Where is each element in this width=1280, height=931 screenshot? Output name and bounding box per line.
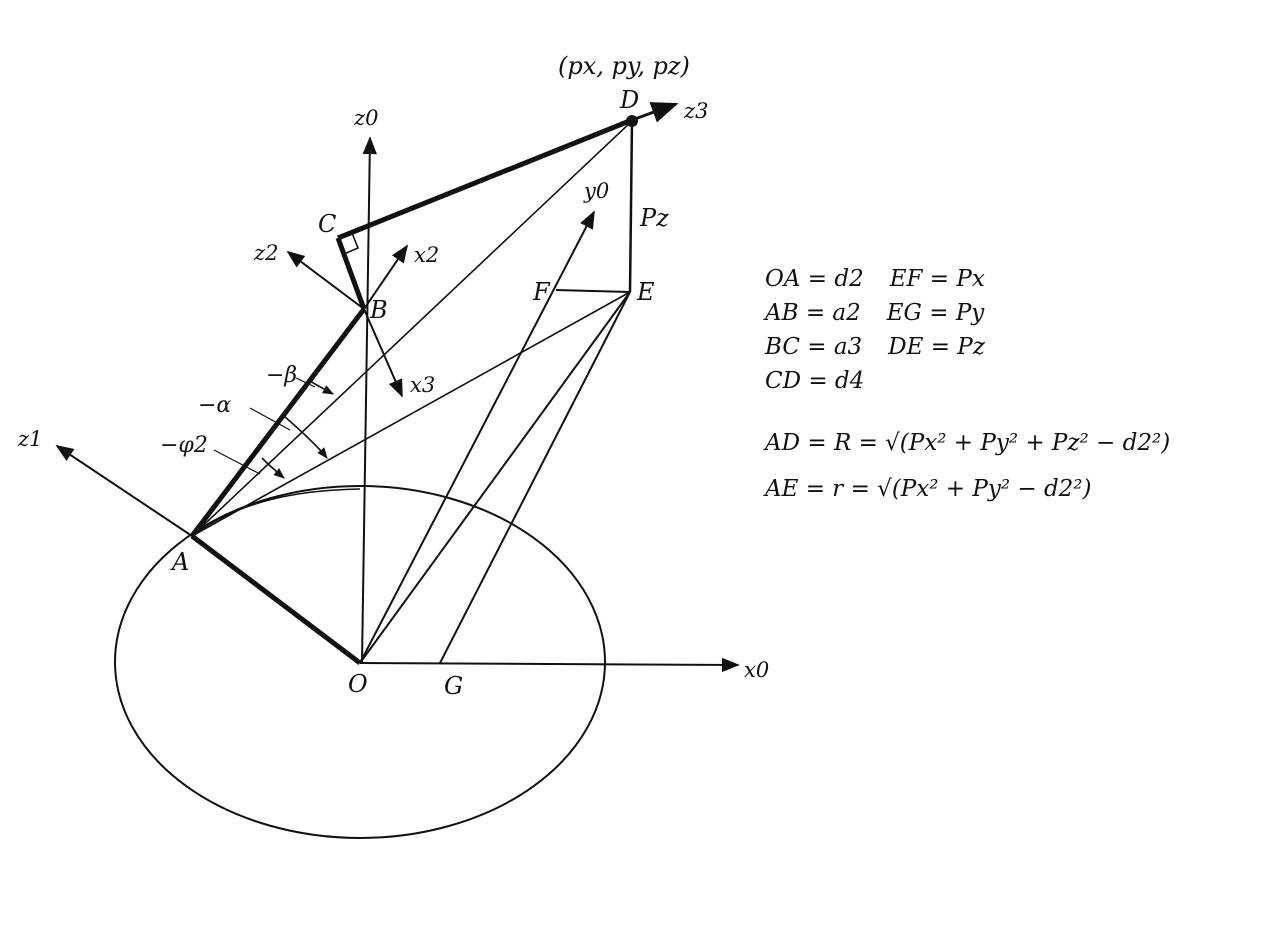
- link-AB: [190, 307, 366, 538]
- equation-row-3: BC = a3 DE = Pz: [765, 330, 1245, 364]
- label-x3: x3: [410, 373, 435, 397]
- angle-leader-alpha: [249, 407, 291, 431]
- label-Pz: Pz: [639, 204, 669, 232]
- eq-EF: EF = Px: [889, 266, 985, 292]
- equation-AD: AD = R = √(Px² + Py² + Pz² − d2²): [765, 430, 1171, 456]
- angle-arc-beta: [309, 380, 334, 395]
- label-A: A: [170, 548, 189, 576]
- eq-OA: OA = d2: [765, 266, 864, 292]
- label-beta: −β: [266, 363, 297, 388]
- x3-axis: [363, 308, 403, 398]
- eq-BC: BC = a3: [765, 334, 863, 360]
- angle-arc-phi2: [261, 457, 285, 479]
- label-B: B: [369, 296, 388, 324]
- eq-CD: CD = d4: [765, 368, 865, 394]
- link-CD: [337, 117, 633, 241]
- arc-A: [191, 488, 361, 537]
- target-coordinates-label: (px, py, pz): [558, 52, 690, 80]
- link-BC: [335, 237, 367, 310]
- label-phi2: −φ2: [160, 433, 208, 458]
- angle-arc-alpha: [283, 415, 328, 459]
- eq-AB: AB = a2: [765, 300, 861, 326]
- label-alpha: −α: [198, 393, 231, 418]
- z2-axis: [286, 250, 365, 310]
- x2-axis: [363, 244, 409, 310]
- label-G: G: [444, 672, 463, 700]
- label-C: C: [318, 210, 336, 238]
- segment-EF: [555, 289, 631, 293]
- z0-axis: [361, 136, 377, 663]
- eq-DE: DE = Pz: [888, 334, 985, 360]
- eq-EG: EG = Py: [886, 300, 985, 326]
- z1-axis: [55, 445, 193, 537]
- base-ellipse: [114, 485, 606, 839]
- segment-EG: [439, 291, 631, 664]
- equation-row-2: AB = a2 EG = Py: [765, 296, 1245, 330]
- label-z3: z3: [683, 99, 708, 123]
- label-z2: z2: [253, 241, 278, 265]
- label-F: F: [532, 278, 551, 306]
- angle-leader-phi2: [213, 449, 261, 475]
- equations-panel: OA = d2 EF = Px AB = a2 EG = Py BC = a3 DE …: [765, 262, 1245, 512]
- segment-AD: [191, 120, 633, 537]
- segment-AE: [191, 291, 631, 537]
- link-OA: [190, 534, 362, 665]
- equation-AE: AE = r = √(Px² + Py² − d2²): [765, 476, 1092, 502]
- y0-axis: [359, 210, 595, 664]
- x0-axis: [359, 657, 740, 673]
- label-x0: x0: [744, 658, 769, 682]
- segment-OE: [359, 291, 631, 664]
- label-O: O: [348, 670, 368, 698]
- label-y0: y0: [583, 179, 609, 203]
- angle-leader-beta: [295, 377, 316, 388]
- equation-row-1: OA = d2 EF = Px: [765, 262, 1245, 296]
- right-angle-C: [343, 232, 360, 255]
- segment-DE: [628, 120, 634, 293]
- equation-row-4: CD = d4: [765, 364, 1245, 398]
- z3-axis: [631, 102, 679, 123]
- label-D: D: [619, 86, 639, 114]
- label-z0: z0: [353, 106, 378, 130]
- label-z1: z1: [17, 427, 42, 451]
- label-E: E: [636, 278, 655, 306]
- label-x2: x2: [414, 243, 439, 267]
